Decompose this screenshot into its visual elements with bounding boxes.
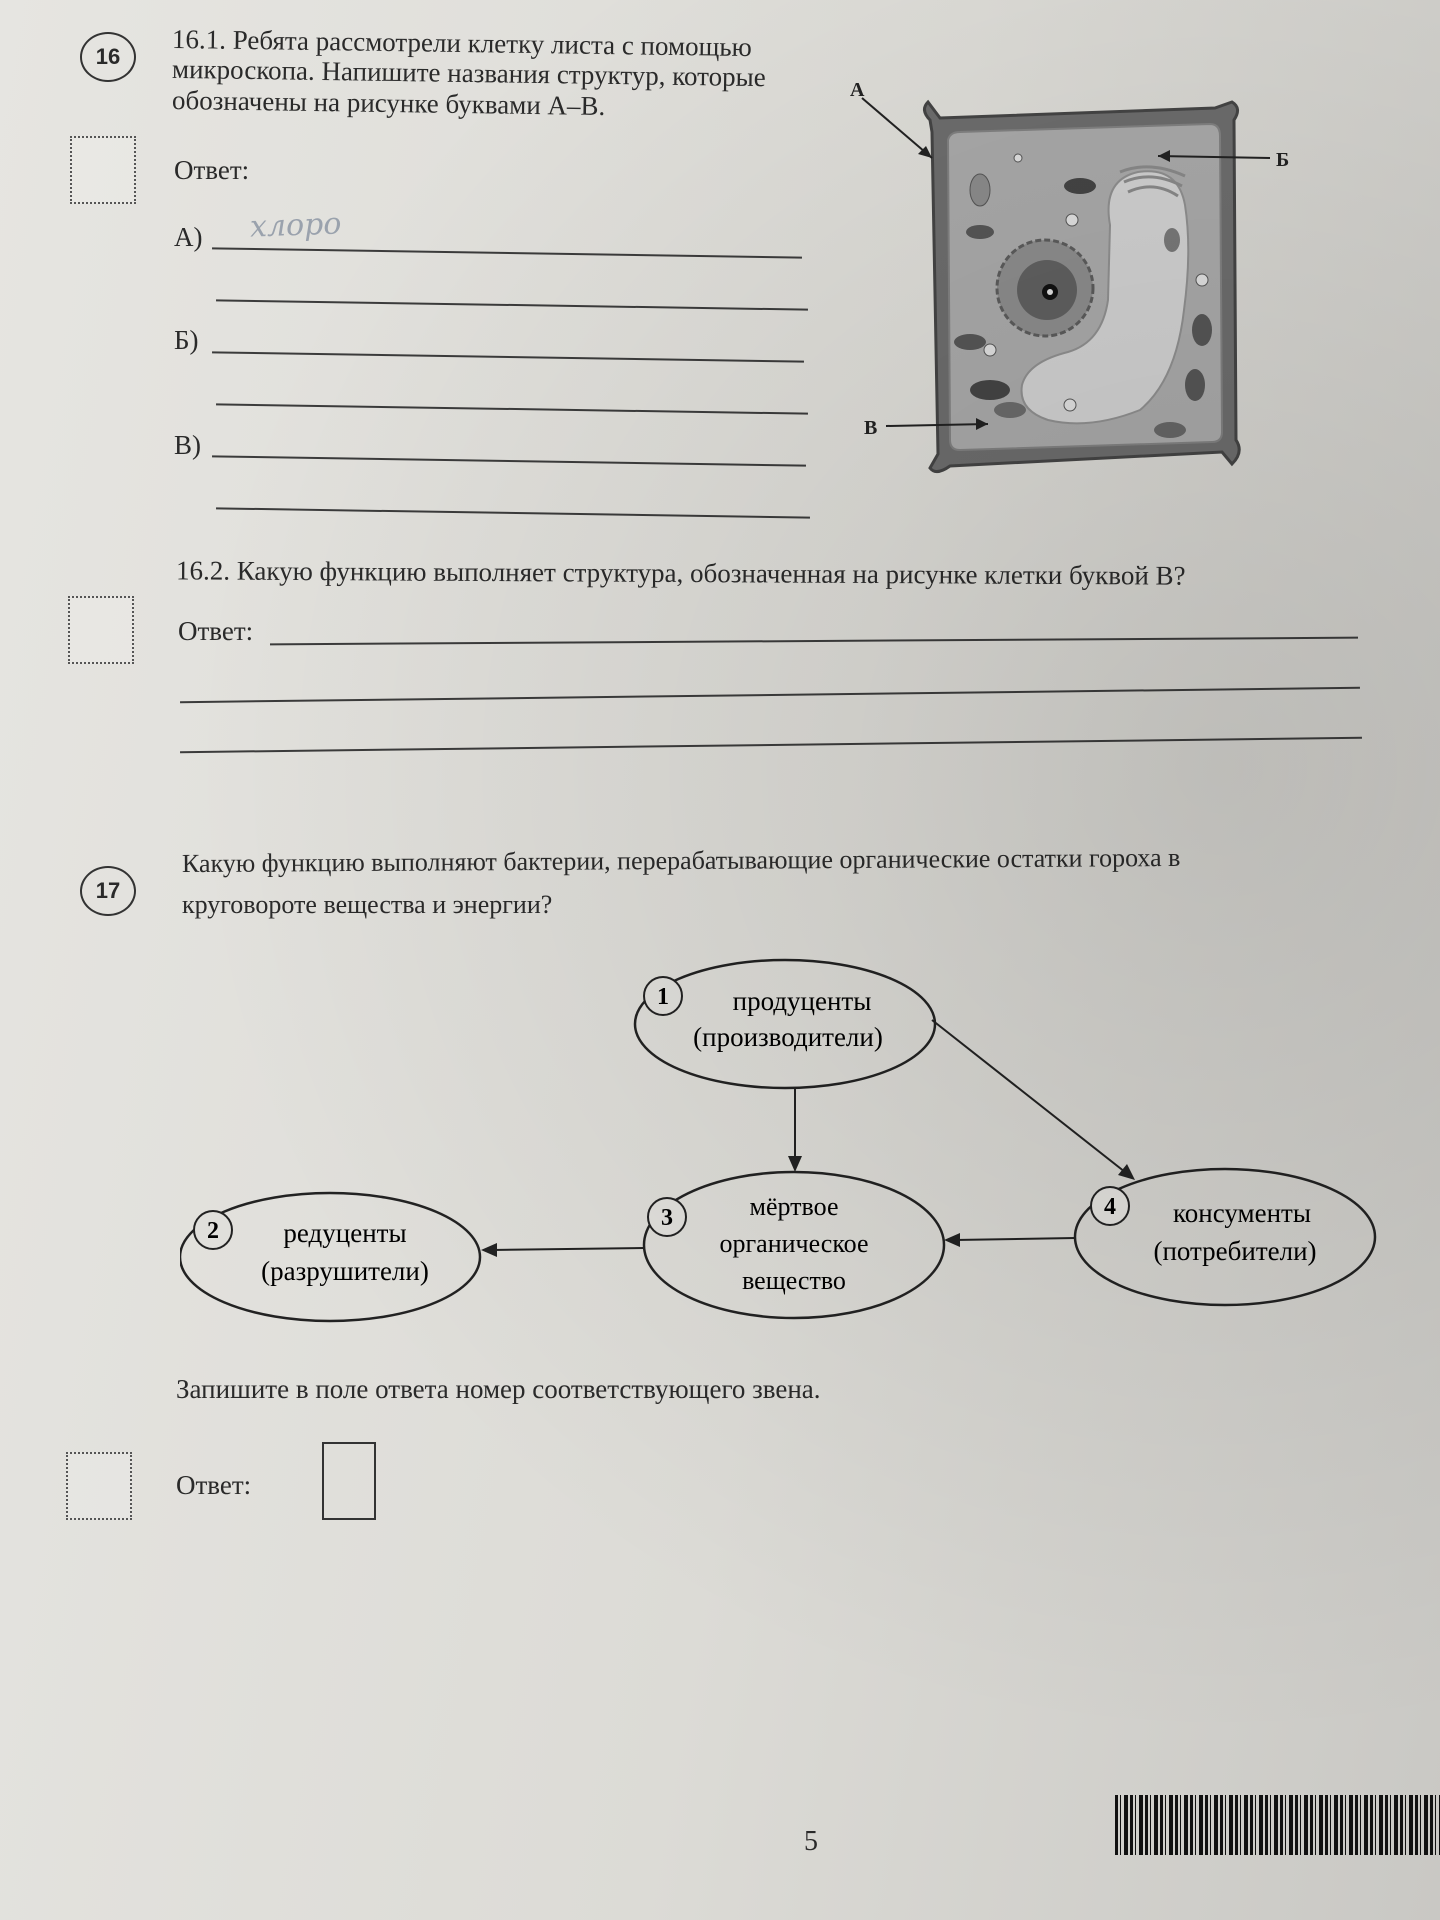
node-1-num: 1 <box>657 984 669 1010</box>
node-4-line-2: (потребители) <box>1153 1236 1316 1266</box>
arrow-1-to-4 <box>931 1019 1126 1173</box>
score-box-17[interactable] <box>66 1452 132 1520</box>
node-3-num: 3 <box>661 1205 673 1231</box>
score-box-16-1[interactable] <box>70 136 136 204</box>
node-4-line-1: консументы <box>1173 1198 1311 1228</box>
node-3-line-3: вещество <box>742 1266 846 1295</box>
golgi <box>1119 165 1186 178</box>
pointer-b <box>1157 155 1271 159</box>
answer-line-a-1[interactable] <box>212 247 802 259</box>
mitochondrion-v <box>970 380 1010 400</box>
question-16-number: 16 <box>80 32 136 82</box>
node-1-line-2: (производители) <box>693 1022 883 1052</box>
handwritten-answer-a: хлоро <box>249 206 342 245</box>
node-4-badge <box>1090 1186 1130 1226</box>
node-2-badge <box>193 1210 233 1250</box>
item-b-label: Б) <box>174 325 199 355</box>
answer-line-16-2-2[interactable] <box>180 686 1360 704</box>
answer-line-16-2-1[interactable] <box>270 636 1358 646</box>
label-b: Б <box>1276 149 1289 171</box>
node-4-num: 4 <box>1104 1194 1116 1220</box>
node-3-line-2: органическое <box>719 1229 868 1258</box>
ecosystem-cycle-diagram: 1 продуценты (производители) 2 редуценты… <box>180 958 1377 1323</box>
instruction-17: Запишите в поле ответа номер соответству… <box>176 1374 821 1404</box>
organelle <box>1064 178 1096 194</box>
plant-cell-figure: А Б В <box>850 80 1289 473</box>
answer-line-b-2[interactable] <box>216 403 808 415</box>
node-1-badge <box>643 976 683 1016</box>
question-17-number: 17 <box>80 866 136 916</box>
node-2-line-1: редуценты <box>283 1218 406 1248</box>
answer-label-16-1: Ответ: <box>174 155 250 185</box>
node-2-num: 2 <box>207 1218 219 1244</box>
answer-box-17[interactable] <box>322 1442 376 1520</box>
answer-line-a-2[interactable] <box>216 299 808 311</box>
arrow-4-to-3 <box>954 1237 1076 1241</box>
answer-line-b-1[interactable] <box>212 351 804 363</box>
score-box-16-2[interactable] <box>68 596 134 664</box>
node-dead-organic-matter <box>642 1170 946 1320</box>
label-v: В <box>864 417 877 439</box>
question-17-line-2: круговороте вещества и энергии? <box>182 890 553 919</box>
page-number: 5 <box>804 1826 818 1857</box>
item-v-label: В) <box>174 430 201 460</box>
node-3-badge <box>647 1197 687 1237</box>
answer-line-16-2-3[interactable] <box>180 736 1362 754</box>
answer-label-16-2: Ответ: <box>178 616 254 646</box>
label-a: А <box>850 80 865 101</box>
question-16-2: 16.2. Какую функцию выполняет структура,… <box>175 555 1186 591</box>
item-a-label: А) <box>174 222 203 252</box>
node-producers <box>633 958 937 1090</box>
node-decomposers <box>180 1191 482 1323</box>
pointer-v <box>885 423 989 427</box>
question-16-1-line-3: обозначены на рисунке буквами А–В. <box>171 84 606 122</box>
answer-label-17: Ответ: <box>176 1470 252 1500</box>
vacuole <box>1020 170 1190 425</box>
barcode <box>1115 1795 1440 1855</box>
node-3-line-1: мёртвое <box>750 1192 839 1221</box>
question-17-line-1: Какую функцию выполняют бактерии, перера… <box>181 842 1181 879</box>
node-consumers <box>1073 1167 1377 1307</box>
answer-line-v-2[interactable] <box>216 507 810 519</box>
arrow-3-to-2 <box>491 1247 645 1251</box>
answer-line-v-1[interactable] <box>212 455 806 467</box>
node-1-line-1: продуценты <box>733 986 872 1016</box>
node-2-line-2: (разрушители) <box>261 1256 429 1286</box>
pointer-a <box>861 97 933 159</box>
